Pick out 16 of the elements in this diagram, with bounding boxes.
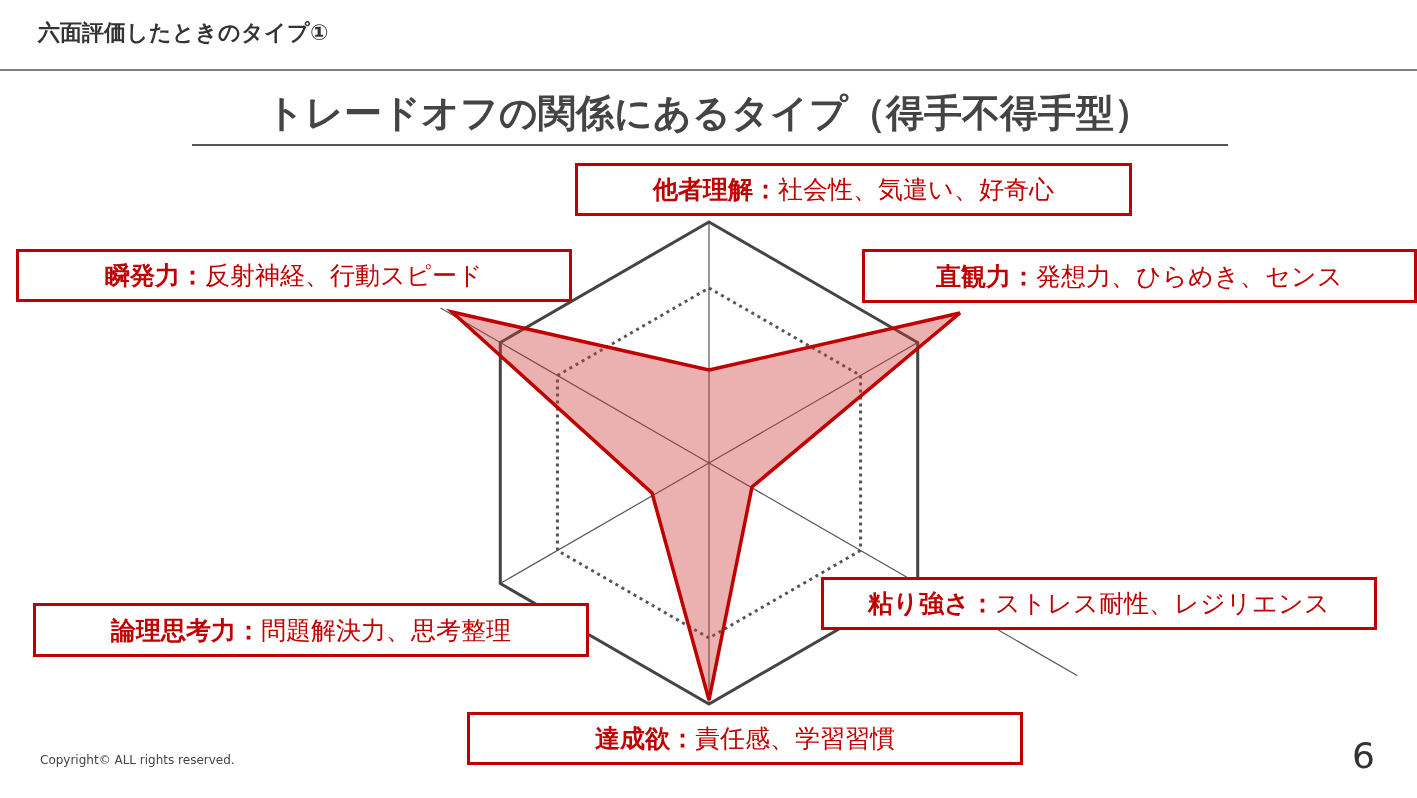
label-box: [467, 712, 1023, 765]
label-box: [862, 249, 1417, 303]
axis-label: 瞬発力：反射神経、行動スピード: [105, 260, 483, 292]
slide-heading: トレードオフの関係にあるタイプ（得手不得手型）: [264, 90, 1153, 137]
label-box: [575, 163, 1132, 216]
page-number: 6: [1352, 735, 1375, 776]
axis-label: 直観力：発想力、ひらめき、センス: [936, 260, 1343, 293]
axis-label: 粘り強さ：ストレス耐性、レジリエンス: [868, 588, 1330, 620]
label-box: [33, 603, 589, 657]
axis-label: 達成欲：責任感、学習習慣: [595, 723, 895, 755]
copyright-note: Copyright© ALL rights reserved.: [40, 753, 235, 767]
axis-label: 他者理解：社会性、気遣い、好奇心: [653, 174, 1054, 206]
page-title: 六面評価したときのタイプ①: [38, 19, 329, 47]
axis-label: 論理思考力：問題解決力、思考整理: [111, 614, 511, 647]
label-box: [821, 577, 1377, 630]
label-box: [16, 249, 572, 302]
